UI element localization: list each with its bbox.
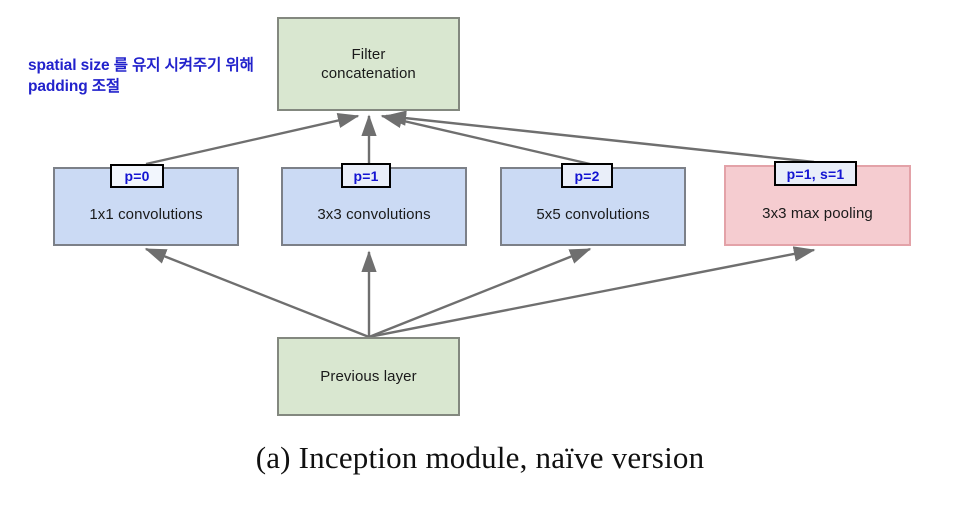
node-conv-1x1-label: 1x1 convolutions (89, 205, 203, 223)
edge-previous-to-conv5x5 (368, 247, 592, 339)
figure-caption: (a) Inception module, naïve version (255, 440, 705, 475)
edge-conv1x1-to-concat (145, 112, 360, 166)
node-conv-3x3-label: 3x3 convolutions (317, 205, 431, 223)
edge-previous-to-maxpool (368, 246, 816, 339)
node-max-pooling-label: 3x3 max pooling (762, 204, 873, 222)
padding-tag-max-pooling: p=1, s=1 (774, 161, 857, 186)
padding-annotation-text: spatial size 를 유지 시켜주기 위해 padding 조절 (28, 57, 254, 96)
edge-maxpool-to-concat (384, 110, 815, 164)
node-conv-5x5-label: 5x5 convolutions (536, 205, 650, 223)
node-previous-layer: Previous layer (277, 337, 460, 416)
node-filter-concatenation-line1: Filter (351, 45, 386, 63)
padding-tag-conv-1x1: p=0 (110, 164, 164, 188)
node-filter-concatenation-label: Filter concatenation (321, 45, 416, 83)
node-filter-concatenation-line2: concatenation (321, 65, 416, 82)
node-filter-concatenation: Filter concatenation (277, 17, 460, 111)
padding-tag-conv-3x3: p=1 (341, 163, 391, 188)
edge-conv5x5-to-concat (380, 113, 591, 166)
edge-previous-to-conv1x1 (144, 247, 370, 339)
padding-tag-conv-5x5: p=2 (561, 163, 613, 188)
node-previous-layer-label: Previous layer (320, 367, 417, 385)
